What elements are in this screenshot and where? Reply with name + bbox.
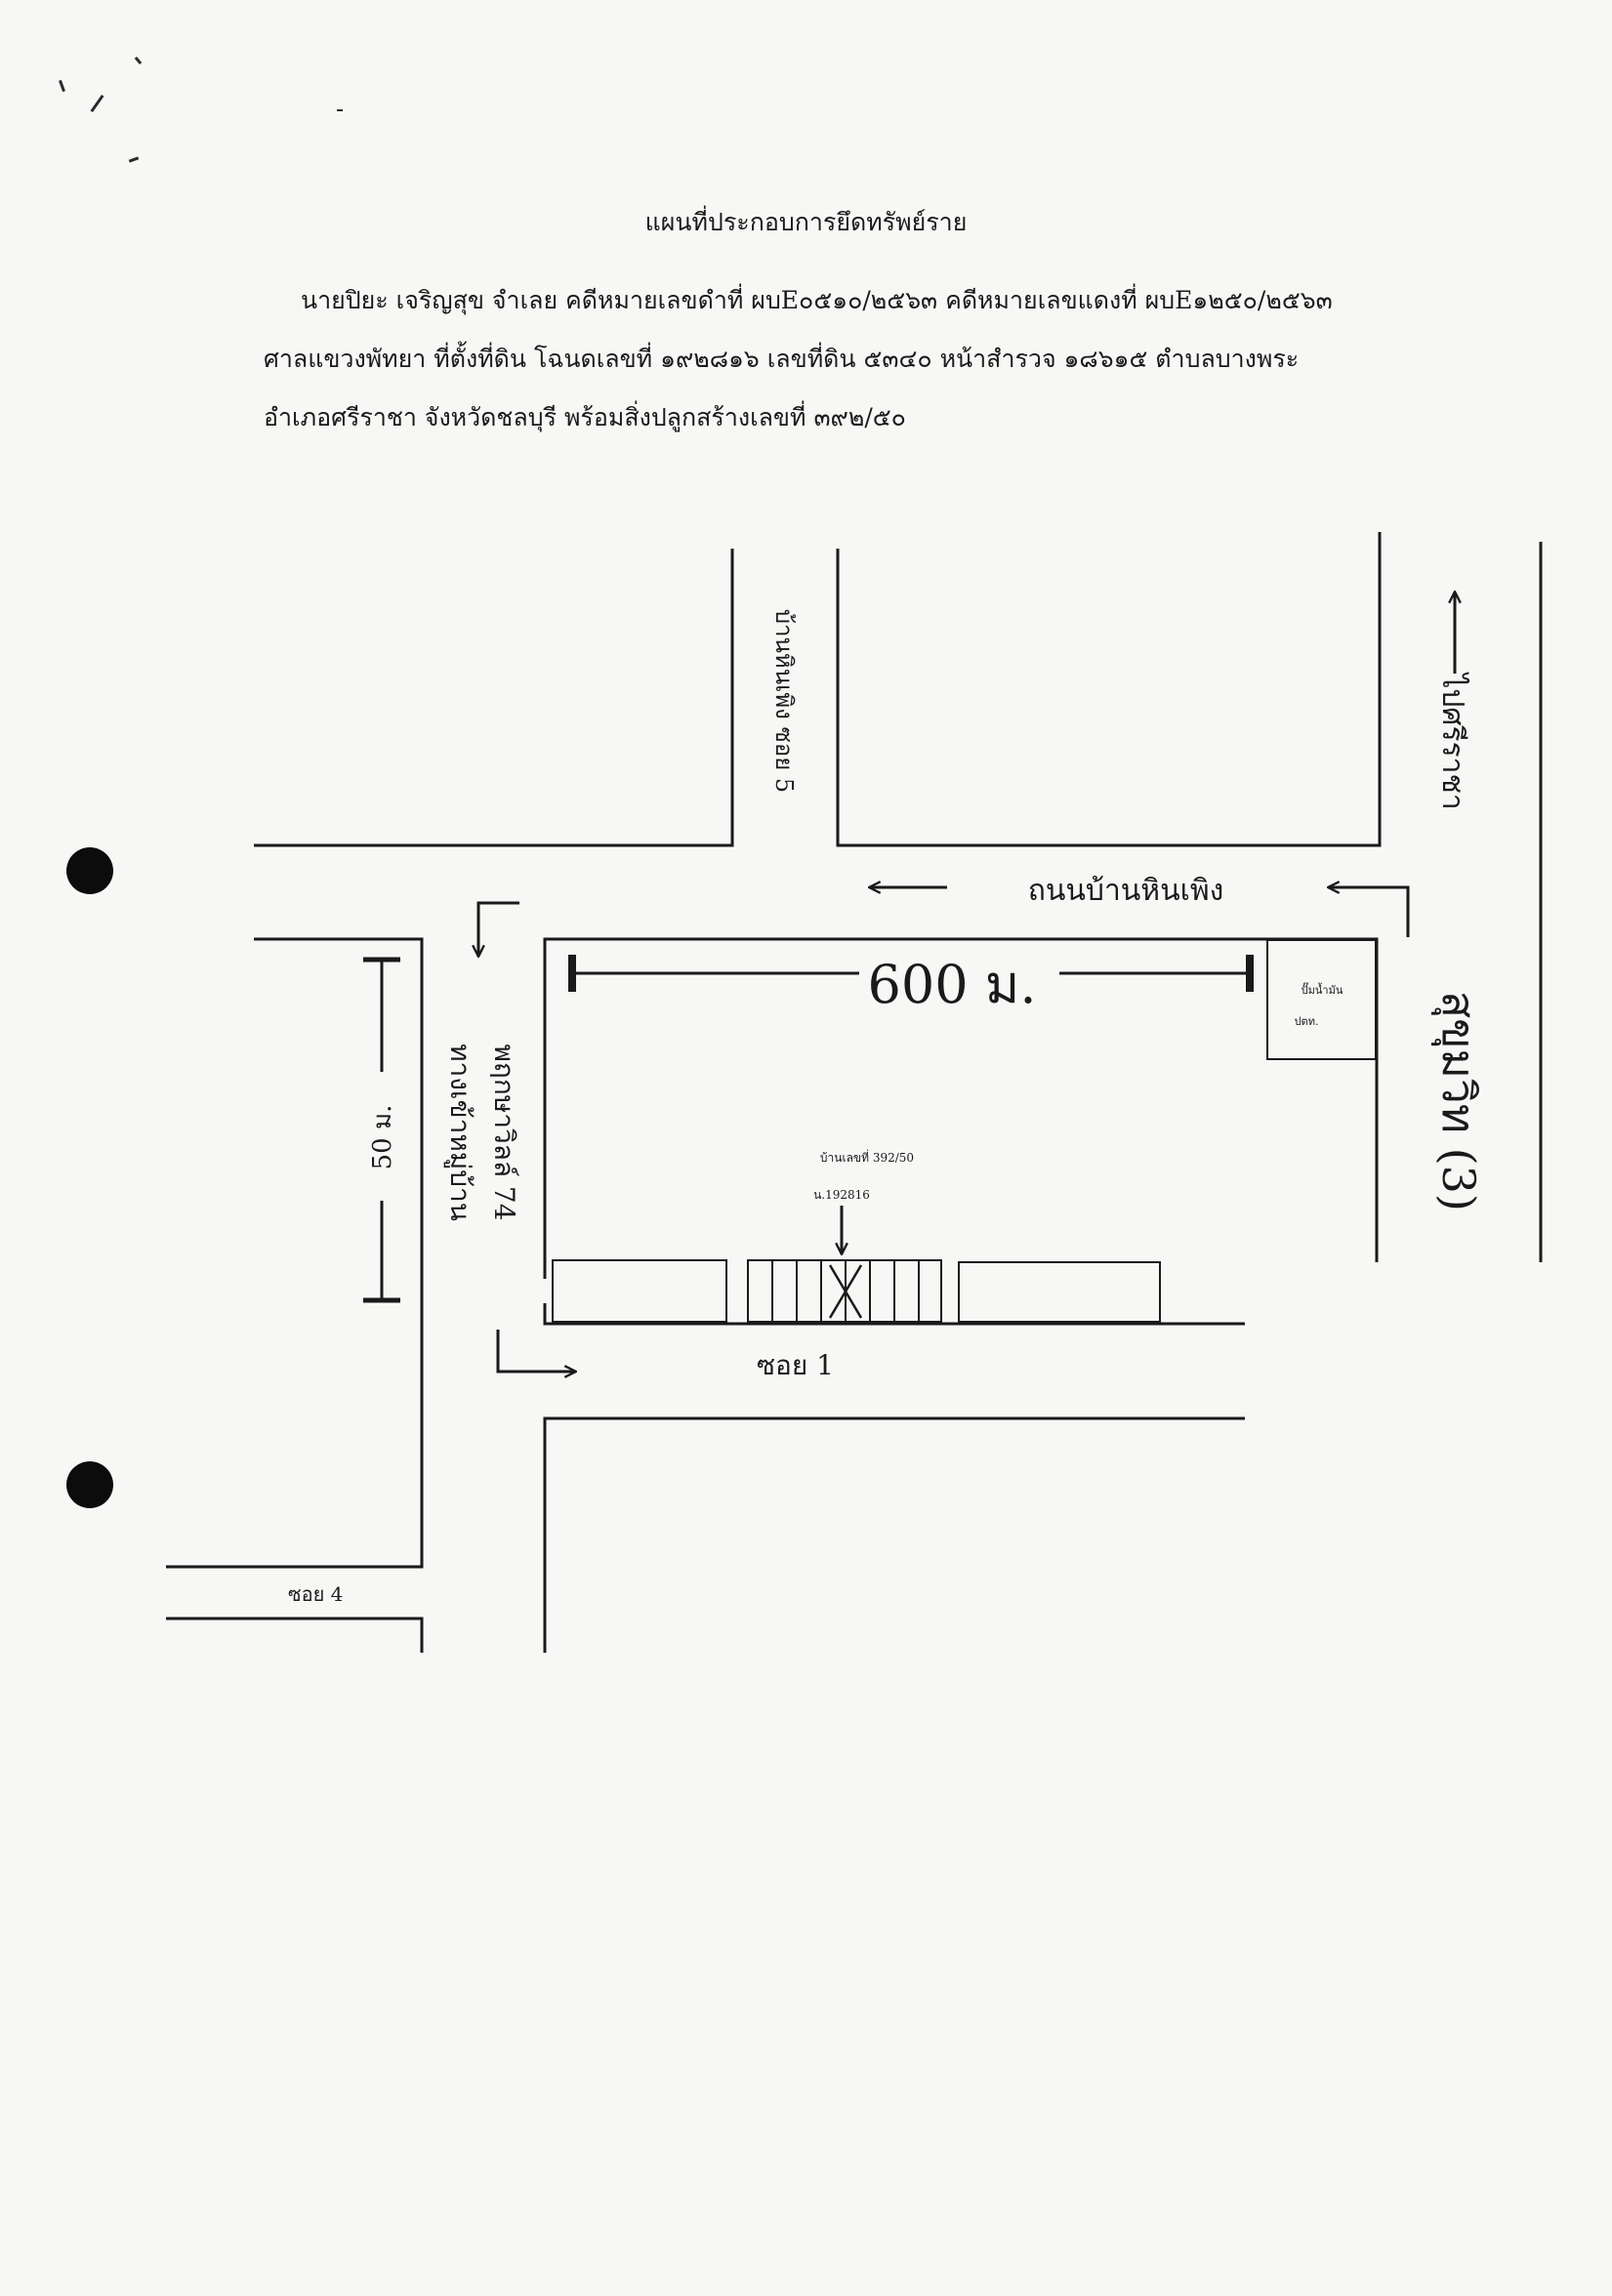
target-mark <box>828 1264 863 1319</box>
distance-600m-label: 600 ม. <box>868 954 1037 1015</box>
sukhumvit-label: สุขุมวิท (3) <box>1430 991 1485 1211</box>
road-edge <box>543 1416 1245 1653</box>
road-edge <box>166 1617 424 1653</box>
soi1-label: ซอย 1 <box>757 1349 834 1381</box>
road-lines <box>166 532 1543 1653</box>
distance-50m-label: 50 ม. <box>368 1105 397 1170</box>
case-info-line-1: นายปิยะ เจริญสุข จำเลย คดีหมายเลขดำที่ ผ… <box>301 286 1333 314</box>
direction-arrows <box>478 592 1455 1372</box>
gas-station-label: ปั๊มน้ำมัน <box>1302 982 1343 997</box>
arrow-turn-into-main-road <box>1328 887 1410 937</box>
building-right <box>958 1261 1161 1323</box>
building-left <box>552 1259 727 1323</box>
road-edge <box>166 937 424 1569</box>
to-sriracha-label: ไปศรีราชา <box>1435 672 1470 809</box>
road-edge <box>836 532 1382 847</box>
punch-hole-top <box>66 847 113 894</box>
main-road-label: ถนนบ้านหินเพิง <box>1028 874 1224 908</box>
gas-station-box <box>1266 939 1377 1060</box>
deed-number-label: น.192816 <box>813 1188 870 1202</box>
soi5-label: บ้านหินเพิง ซอย 5 <box>770 609 798 793</box>
case-info-line-3: อำเภอศรีราชา จังหวัดชลบุรี พร้อมสิ่งปลูก… <box>264 403 906 431</box>
house-number-label: บ้านเลขที่ 392/50 <box>820 1149 914 1165</box>
soi4-label: ซอย 4 <box>288 1582 343 1606</box>
road-edge <box>543 937 1379 1279</box>
case-info-line-2: ศาลแขวงพัทยา ที่ตั้งที่ดิน โฉนดเลขที่ ๑๙… <box>264 345 1300 373</box>
scan-mark <box>337 109 343 111</box>
side-road-label: พฤกษาวิลล์ 74 <box>488 1044 520 1220</box>
gas-station-label: ปตท. <box>1295 1015 1319 1028</box>
punch-hole-bottom <box>66 1461 113 1508</box>
page-title: แผนที่ประกอบการยึดทรัพย์ราย <box>644 208 968 236</box>
arrow-turn-into-soi1 <box>496 1330 576 1372</box>
side-road-label: ทางเข้าหมู่บ้าน <box>443 1044 476 1221</box>
arrow-turn-into-side-road <box>478 901 519 957</box>
road-edge <box>543 1303 1245 1326</box>
road-edge <box>254 549 734 847</box>
